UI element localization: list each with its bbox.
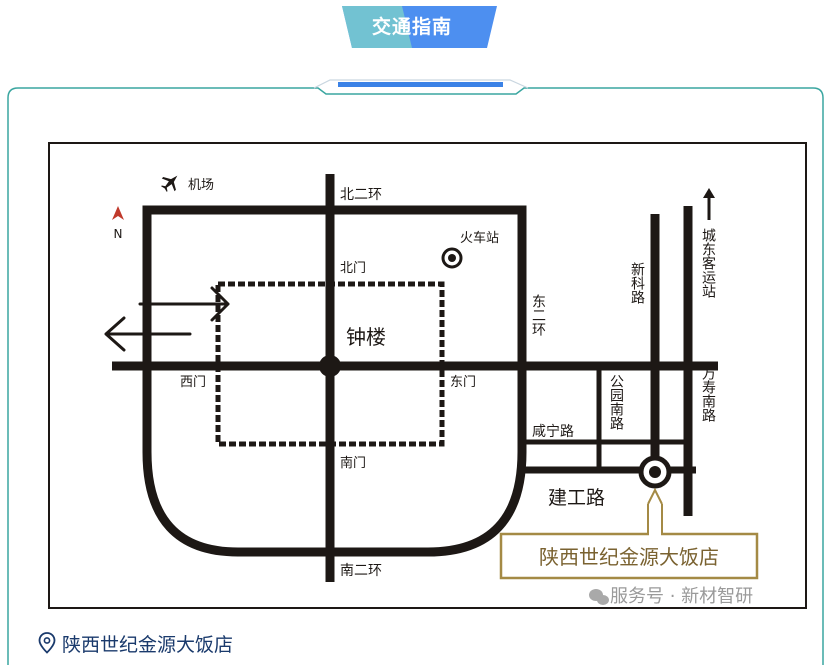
airplane-icon	[161, 175, 178, 192]
title-banner: 交通指南	[342, 6, 497, 48]
label-east-gate: 东门	[450, 375, 476, 390]
north-arrow-icon	[703, 188, 715, 220]
label-xianning-road: 咸宁路	[532, 423, 574, 440]
label-south-gate: 南门	[340, 455, 366, 471]
label-wanshou-south-road: 万寿南路	[700, 366, 716, 422]
label-hotel: 陕西世纪金源大饭店	[539, 545, 719, 569]
page-title: 交通指南	[371, 16, 452, 38]
north-label: N	[114, 227, 123, 241]
wechat-icon	[589, 589, 609, 605]
label-jiangong-road: 建工路	[548, 487, 605, 509]
label-north-second-ring: 北二环	[340, 187, 382, 203]
label-xinke-road: 新科路	[629, 262, 645, 304]
hotel-label-box	[499, 532, 759, 580]
west-arrow-icon	[104, 286, 230, 352]
label-park-south-road: 公园南路	[608, 374, 624, 430]
railway-station-marker	[441, 247, 463, 269]
label-airport: 机场	[188, 178, 214, 193]
label-south-second-ring: 南二环	[340, 563, 382, 579]
north-indicator-icon	[112, 206, 124, 220]
hotel-pointer	[647, 487, 663, 505]
label-east-bus-station: 城东客运站	[700, 228, 716, 298]
label-railway-station: 火车站	[460, 230, 499, 246]
location-map: N 机场 北二环 火车站 北门 钟楼 西门 东门 南门 咸宁路 建工路 南二环 …	[48, 142, 807, 609]
label-north-gate: 北门	[340, 261, 366, 276]
label-east-second-ring: 东二环	[530, 294, 546, 336]
title-underline	[338, 82, 503, 87]
location-pin-icon	[38, 632, 56, 654]
watermark-text: 服务号 · 新材智研	[610, 586, 753, 607]
second-ring-road	[142, 205, 527, 557]
caption-text: 陕西世纪金源大饭店	[62, 633, 234, 656]
location-caption: 陕西世纪金源大饭店	[38, 628, 233, 658]
bell-tower-marker	[319, 355, 341, 377]
label-bell-tower: 钟楼	[346, 325, 386, 349]
label-west-gate: 西门	[180, 375, 206, 390]
